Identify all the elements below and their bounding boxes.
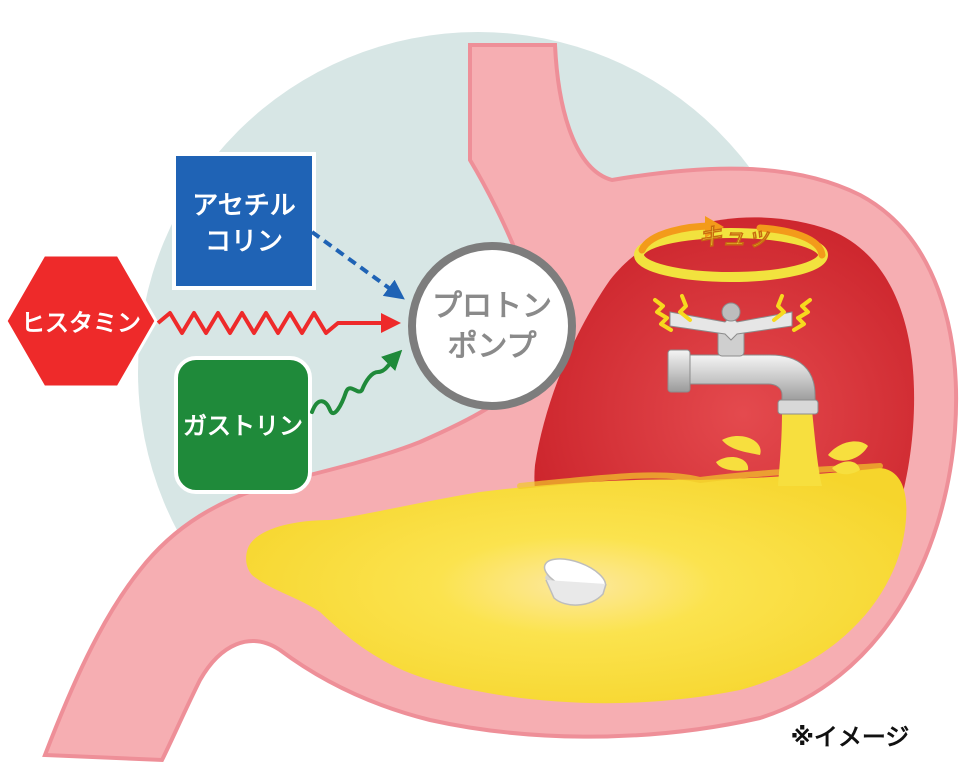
tablet-icon bbox=[543, 558, 607, 606]
histamine-hexagon bbox=[4, 253, 158, 389]
acetylcholine-arrow bbox=[310, 230, 405, 300]
histamine-label: ヒスタミン bbox=[21, 309, 141, 337]
vibration-marks-icon bbox=[653, 294, 812, 332]
proton-pump-label-line2: ポンプ bbox=[447, 329, 537, 364]
acid-splash bbox=[828, 441, 868, 461]
acid-splash bbox=[716, 456, 749, 471]
proton-pump-circle bbox=[408, 242, 576, 410]
acid-splash bbox=[722, 435, 761, 455]
proton-pump-label-line1: プロトン bbox=[432, 289, 552, 324]
acid-surface bbox=[517, 463, 883, 489]
image-note: ※イメージ bbox=[791, 723, 910, 751]
acetylcholine-label-line1: アセチル bbox=[192, 191, 295, 221]
acetylcholine-box bbox=[172, 152, 316, 290]
histamine-arrow bbox=[156, 311, 401, 335]
gastrin-box bbox=[174, 356, 312, 494]
faucet-icon bbox=[667, 302, 819, 415]
squeeze-ring bbox=[634, 216, 828, 282]
acetylcholine-label-line2: コリン bbox=[205, 227, 283, 257]
acid-splash bbox=[832, 461, 860, 475]
acid-stream bbox=[778, 410, 822, 486]
gastrin-arrow bbox=[310, 349, 403, 416]
gastrin-label: ガストリン bbox=[183, 412, 303, 440]
squeeze-label: キュッ bbox=[698, 223, 771, 251]
